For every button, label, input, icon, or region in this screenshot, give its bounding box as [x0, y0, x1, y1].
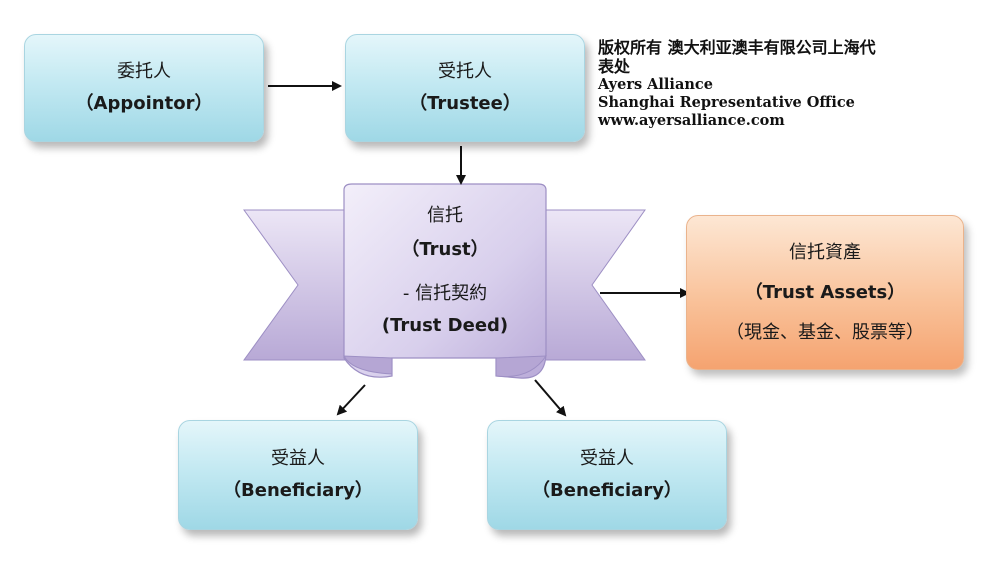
trustee-label-cn: 受托人: [438, 61, 492, 82]
copyright-line-4: Shanghai Representative Office: [598, 94, 855, 111]
ribbon-fold-right: [495, 355, 547, 378]
ribbon-fold-left: [343, 355, 393, 375]
beneficiary-2-label-en: （Beneficiary）: [532, 480, 682, 501]
copyright-line-2: 表处: [598, 57, 631, 76]
beneficiary-1-label-cn: 受益人: [271, 448, 325, 469]
beneficiary-box-1: 受益人 （Beneficiary）: [178, 420, 418, 530]
trustee-label-en: （Trustee）: [409, 93, 521, 114]
ribbon-front-panel: [343, 183, 547, 379]
copyright-line-3: Ayers Alliance: [598, 76, 713, 93]
arrow-trust-to-beneficiary-2: [534, 379, 567, 417]
trust-assets-label-cn: 信托資產: [789, 241, 861, 263]
appointor-label-en: （Appointor）: [75, 93, 213, 114]
arrow-trust-to-beneficiary-1: [336, 384, 366, 416]
beneficiary-1-label-en: （Beneficiary）: [223, 480, 373, 501]
beneficiary-2-label-cn: 受益人: [580, 448, 634, 469]
trust-label-en: （Trust）: [401, 239, 489, 260]
beneficiary-box-2: 受益人 （Beneficiary）: [487, 420, 727, 530]
appointor-label-cn: 委托人: [117, 61, 171, 82]
trust-label-cn: 信托: [427, 205, 463, 226]
trustee-box: 受托人 （Trustee）: [345, 34, 585, 142]
trust-assets-examples: （現金、基金、股票等）: [726, 321, 924, 343]
trust-deed-label-en: (Trust Deed): [381, 315, 509, 336]
copyright-notice: 版权所有 澳大利亚澳丰有限公司上海代 表处 Ayers Alliance Sha…: [598, 38, 978, 130]
trust-deed-label-cn: - 信托契約: [402, 283, 488, 304]
appointor-box: 委托人 （Appointor）: [24, 34, 264, 142]
copyright-line-1: 版权所有 澳大利亚澳丰有限公司上海代: [598, 38, 876, 57]
copyright-line-5: www.ayersalliance.com: [598, 112, 785, 129]
trust-assets-box: 信托資產 （Trust Assets） （現金、基金、股票等）: [686, 215, 964, 370]
trust-assets-label-en: （Trust Assets）: [744, 281, 906, 303]
trust-ribbon: 信托 （Trust） - 信托契約 (Trust Deed): [340, 200, 550, 342]
